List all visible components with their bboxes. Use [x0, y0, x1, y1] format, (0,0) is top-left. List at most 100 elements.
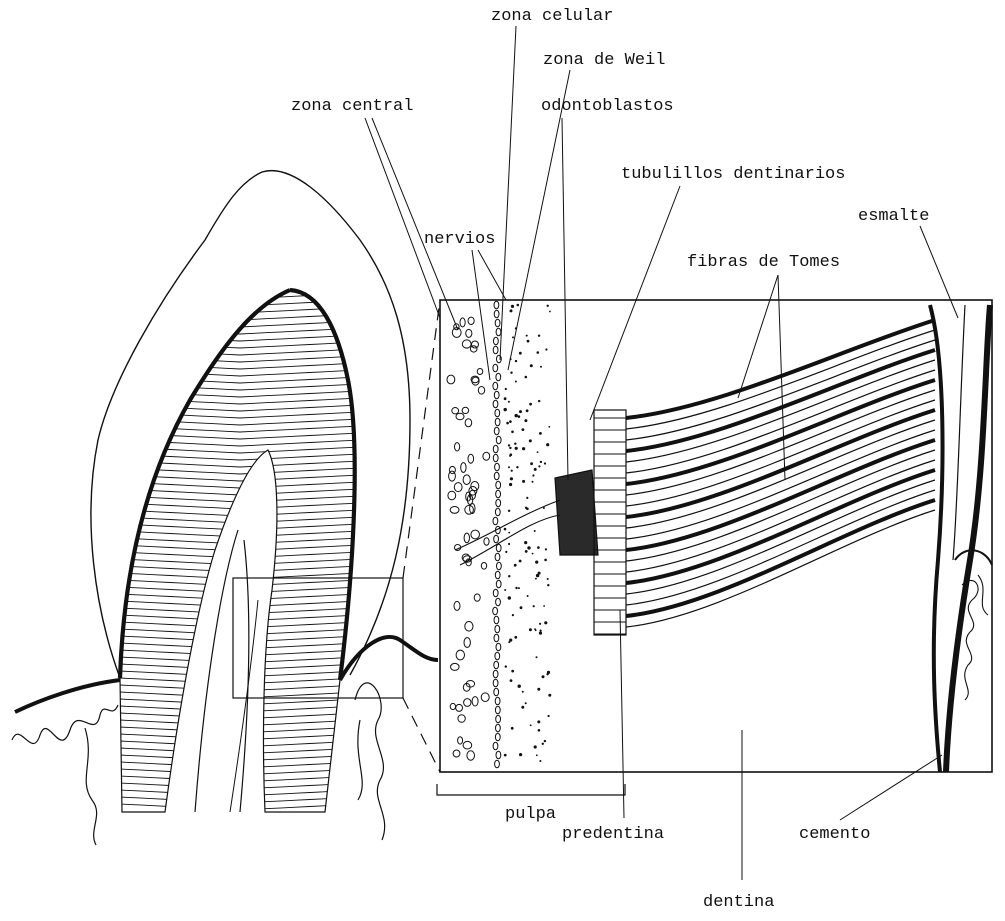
cell-zone-dot: [525, 507, 527, 509]
dentin-band: [120, 290, 355, 812]
pulp-cell: [452, 408, 459, 414]
pulp-cell: [466, 329, 472, 337]
cell-zone-dot: [505, 665, 507, 667]
cell-zone-dot: [514, 636, 517, 639]
pulpa-bracket: [437, 784, 625, 795]
weil-zone-cell: [494, 310, 499, 318]
cell-zone-dot: [525, 376, 528, 379]
pulp-cell: [477, 369, 483, 375]
leader-esmalte: [920, 226, 958, 318]
pulp-cell: [472, 697, 478, 706]
pulp-cell: [484, 538, 489, 546]
cell-zone-dot: [510, 477, 513, 480]
weil-zone-cell: [494, 535, 499, 543]
cell-zone-dot: [525, 550, 528, 553]
cell-zone-dot: [512, 336, 514, 338]
pulp-cell: [454, 483, 462, 492]
pulp-cell: [464, 533, 469, 543]
weil-zone-cell: [493, 400, 498, 408]
leader-zona-central-2: [365, 118, 440, 318]
cell-zone-dot: [549, 311, 551, 313]
odontoblast-chain: [493, 301, 502, 768]
cell-zone-dot: [504, 528, 507, 531]
weil-zone-cell: [496, 328, 501, 336]
cell-zone-dot: [526, 409, 529, 412]
pulp-cell: [451, 663, 460, 670]
weil-zone-cell: [493, 670, 498, 678]
cell-zone-dot: [515, 587, 517, 589]
cell-zone-dot: [527, 595, 529, 597]
cell-zone-dot: [530, 462, 533, 465]
enamel-line-inner: [930, 305, 943, 772]
cell-zone-dot: [515, 381, 517, 383]
weil-zone-cell: [497, 562, 502, 570]
cell-zone-dot: [530, 724, 532, 726]
dentin-hatch-line: [100, 306, 380, 313]
weil-zone-cell: [493, 517, 498, 525]
cell-zone-dot: [520, 606, 523, 609]
cell-zone-dot: [509, 420, 512, 423]
pulp-cell: [456, 704, 463, 711]
leader-nervios-2: [478, 250, 506, 300]
cell-zone-dot: [508, 510, 510, 512]
weil-zone-cell: [493, 445, 498, 453]
cell-zone-dot: [511, 431, 514, 434]
cell-zone-dot: [539, 623, 541, 625]
leader-tubulillos: [590, 186, 680, 420]
pulp-cell: [455, 443, 460, 451]
label-esmalte: esmalte: [858, 207, 929, 226]
cell-zone-dot: [530, 364, 533, 367]
dentin-hatch-line: [100, 299, 380, 306]
leader-cemento: [840, 755, 942, 820]
cell-zone-dot: [521, 706, 524, 709]
weil-zone-cell: [495, 652, 500, 660]
cell-zone-dot: [508, 596, 511, 599]
cell-zone-dot: [509, 447, 511, 449]
cell-zone-dot: [538, 400, 540, 402]
cell-zone-dot: [537, 351, 540, 354]
pulp-cell: [468, 317, 474, 324]
cell-zone-dot: [535, 561, 538, 564]
leader-zona-de-weil: [508, 70, 570, 370]
label-zona-celular: zona celular: [491, 7, 613, 26]
cell-zone-dot: [515, 414, 518, 417]
weil-zone-cell: [494, 661, 499, 669]
cell-zone-dot: [519, 410, 522, 413]
cell-zone-dot: [546, 443, 549, 446]
pulp-cell: [463, 475, 470, 485]
cell-zone-dot: [542, 743, 544, 745]
weil-zone-cell: [494, 391, 499, 399]
zoom-connector-bottom: [403, 698, 440, 772]
cell-zone-dot: [504, 589, 506, 591]
cell-zone-dot: [522, 428, 525, 431]
cell-zone-dot: [519, 352, 522, 355]
cell-zone-dot: [548, 426, 550, 428]
enamel-line-mid: [953, 305, 965, 560]
weil-zone-cell: [495, 418, 500, 426]
cell-zone-dot: [512, 614, 514, 616]
cell-zone-dot: [538, 729, 541, 732]
tomes-fibers: [626, 320, 935, 627]
weil-zone-cell: [496, 544, 501, 552]
pulp-cell: [463, 741, 472, 749]
pulp-cells: [447, 317, 490, 760]
cell-zone-dot: [539, 632, 542, 635]
zoom-connector-top: [403, 300, 440, 578]
cell-zone-dot: [542, 675, 545, 678]
cell-zone-dot: [536, 754, 538, 756]
pulp-cell: [483, 452, 490, 460]
cell-zone-dot: [540, 630, 542, 632]
cell-zone-dot: [547, 578, 549, 580]
cell-zone-dot: [536, 656, 538, 658]
cell-zone-dot: [519, 560, 522, 563]
label-cemento: cemento: [799, 825, 870, 844]
cell-zone-dot: [522, 480, 525, 483]
pulp-cell: [464, 638, 470, 648]
gingiva-left-wave: [12, 705, 118, 845]
pulp-cell: [456, 413, 464, 420]
cell-zone-dot: [508, 532, 510, 534]
cell-zone-dot: [508, 444, 510, 446]
label-fibras-de-tomes: fibras de Tomes: [687, 253, 840, 272]
weil-zone-cell: [496, 499, 501, 507]
cell-zone-dot: [510, 372, 512, 374]
